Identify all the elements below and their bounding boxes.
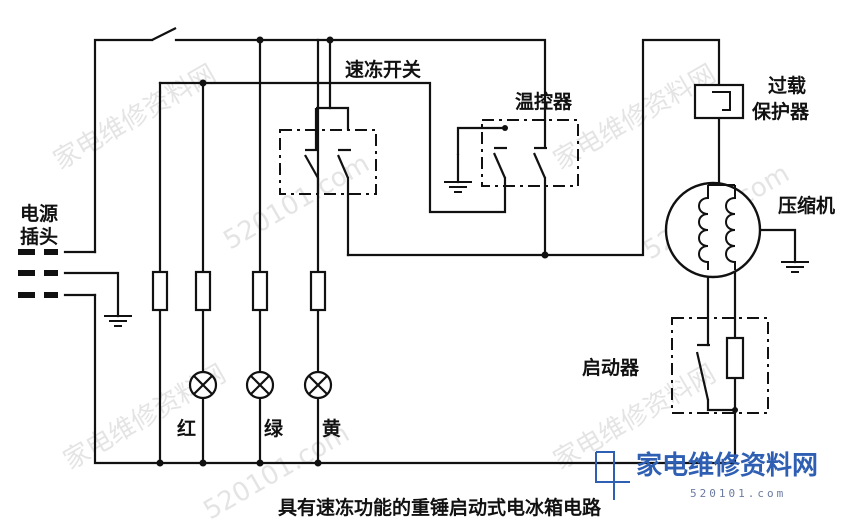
lamp-red-icon: [188, 370, 218, 400]
starter-contacts: [695, 343, 710, 401]
wire-compressor-ground: [753, 228, 797, 264]
compressor-housing: [664, 181, 762, 279]
wires: [63, 38, 797, 465]
junction-dot: [256, 36, 264, 44]
thermostat-dashed-box: [481, 119, 579, 187]
plug-pins: [18, 249, 58, 298]
main-switch: [151, 27, 177, 41]
junction-dot: [199, 79, 207, 87]
junction-dot: [326, 36, 334, 44]
junction-dot: [541, 251, 549, 259]
thermostat: 温控器: [456, 90, 579, 187]
junctions: [156, 36, 738, 467]
thermostat-contacts: [456, 120, 547, 179]
overload-element: [712, 91, 731, 111]
indicator-lamps: [188, 370, 333, 400]
junction-dot: [199, 459, 207, 467]
ground-icon: [104, 315, 132, 327]
starter-coil: [725, 336, 745, 380]
compressor-label: 压缩机: [778, 194, 835, 217]
ground-icon: [444, 181, 472, 193]
junction-dot: [732, 407, 738, 413]
lamp-green-label: 绿: [264, 417, 284, 440]
quick-freeze-switch: 速冻开关: [279, 58, 421, 195]
logo-text: 家电维修资料网: [636, 450, 818, 481]
switch-blade: [151, 27, 177, 41]
plug-label-line2: 插头: [20, 226, 58, 248]
resistor-yellow: [309, 270, 327, 312]
lamp-green-icon: [245, 370, 275, 400]
lamp-red-label: 红: [177, 417, 196, 440]
power-plug: 电源 插头: [18, 202, 58, 298]
overload-box: [693, 83, 745, 120]
overload-protector: 过载 保护器: [693, 74, 810, 123]
overload-label-line1: 过载: [768, 74, 806, 97]
lamp-yellow-icon: [303, 370, 333, 400]
starter-label: 启动器: [582, 356, 640, 379]
wire-live-top: [174, 38, 547, 122]
compressor-windings: [698, 184, 736, 270]
switch-contacts: [304, 106, 351, 194]
resistors: [151, 270, 327, 312]
compressor: 压缩机: [664, 181, 835, 279]
resistor-red: [194, 270, 212, 312]
ground-symbols: [104, 181, 809, 327]
starter: 启动器: [582, 317, 769, 414]
wire-starter-contact: [706, 398, 737, 412]
ground-icon: [781, 261, 809, 273]
starter-dashed-box: [671, 317, 769, 414]
lamp-yellow-label: 黄: [322, 417, 341, 440]
junction-dot: [256, 459, 264, 467]
watermark-text: 家电维修资料网: [49, 59, 222, 176]
wire-neutral-bus: [93, 293, 737, 465]
junction-dot: [314, 459, 322, 467]
diagram-caption: 具有速冻功能的重锤启动式电冰箱电路: [278, 496, 602, 519]
watermark-url: 520101.com: [219, 149, 375, 257]
logo-icon: [595, 451, 630, 500]
junction-dot: [156, 459, 164, 467]
thermostat-label: 温控器: [515, 90, 573, 113]
wire-signal-rail: [158, 81, 507, 214]
resistor-a: [151, 270, 169, 312]
quick-freeze-switch-label: 速冻开关: [345, 58, 421, 81]
switch-dashed-box: [279, 129, 377, 195]
overload-label-line2: 保护器: [751, 100, 810, 123]
site-logo: 家电维修资料网 520101.com: [595, 450, 818, 500]
wire-live-left: [93, 38, 154, 254]
resistor-green: [251, 270, 269, 312]
wire-plug-ground: [63, 271, 120, 318]
plug-label-line1: 电源: [20, 202, 58, 225]
logo-url: 520101.com: [690, 487, 786, 500]
